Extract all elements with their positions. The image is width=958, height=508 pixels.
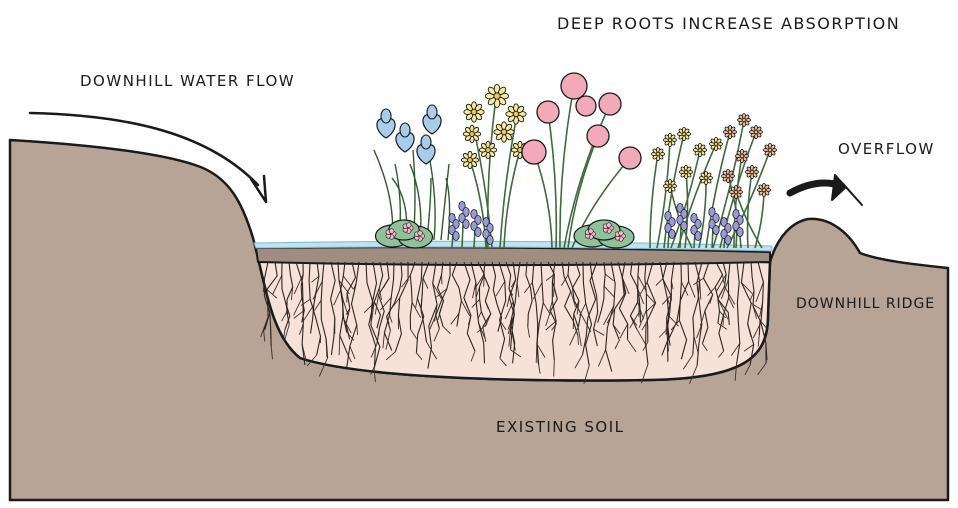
lavender-bud [487,236,493,245]
lavender-bud [725,236,731,245]
daisy-flower [664,133,677,146]
daisy-flower [664,179,677,192]
label-existing-soil: EXISTING SOIL [496,418,625,436]
plant-stem [650,154,658,248]
root-branch [554,360,555,376]
daisy-flower [746,165,759,178]
label-downhill-water-flow: DOWNHILL WATER FLOW [80,72,295,90]
daisy-flower [700,171,713,184]
leaf-clump [376,220,433,248]
pink-bloom [537,101,559,123]
daisy-flower [764,143,777,156]
lavender-bud [453,232,459,241]
daisy-flower [710,137,723,150]
daisy-flower [463,125,480,142]
pink-bloom [576,96,596,116]
pink-bloom [619,147,641,169]
daisy-flower [680,165,693,178]
plant-stem [534,152,552,248]
lavender-bud [713,226,719,235]
iris-flower [396,123,414,152]
pink-bloom [522,140,546,164]
daisy-flower [464,102,484,122]
daisy-flower [722,169,735,182]
daisy-flower [652,147,665,160]
lavender-bud [737,228,743,237]
iris-flower [423,105,441,134]
daisy-flower [485,84,508,107]
lavender-bud [463,220,469,229]
lavender-bud [669,230,675,239]
lavender-bud [681,222,687,231]
label-overflow: OVERFLOW [838,140,935,158]
daisy-flower [494,122,514,142]
pink-bloom [561,73,587,99]
iris-flower [417,135,435,164]
lavender-bud [695,232,701,241]
daisy-flower [750,126,763,139]
daisy-flower [461,151,478,168]
pink-bloom [599,93,621,115]
label-deep-roots: DEEP ROOTS INCREASE ABSORPTION [557,14,900,33]
daisy-flower [678,127,691,140]
daisy-flower [694,143,707,156]
iris-flower [377,109,395,138]
plant-stem [504,150,520,248]
daisy-flower [736,149,749,162]
label-downhill-ridge: DOWNHILL RIDGE [796,296,935,312]
root-branch [573,314,574,329]
daisy-flower [730,185,743,198]
daisy-flower [758,183,771,196]
daisy-flower [738,114,751,127]
daisy-flower [479,141,496,158]
plant-stem [748,172,753,248]
daisy-flower [724,126,737,139]
plants [374,73,776,248]
daisy-flower [506,104,526,124]
pink-bloom [587,125,609,147]
lavender-bud [475,228,481,237]
overflow-arrow [790,175,862,205]
root-branch [578,336,579,345]
plant-stem [548,112,556,248]
